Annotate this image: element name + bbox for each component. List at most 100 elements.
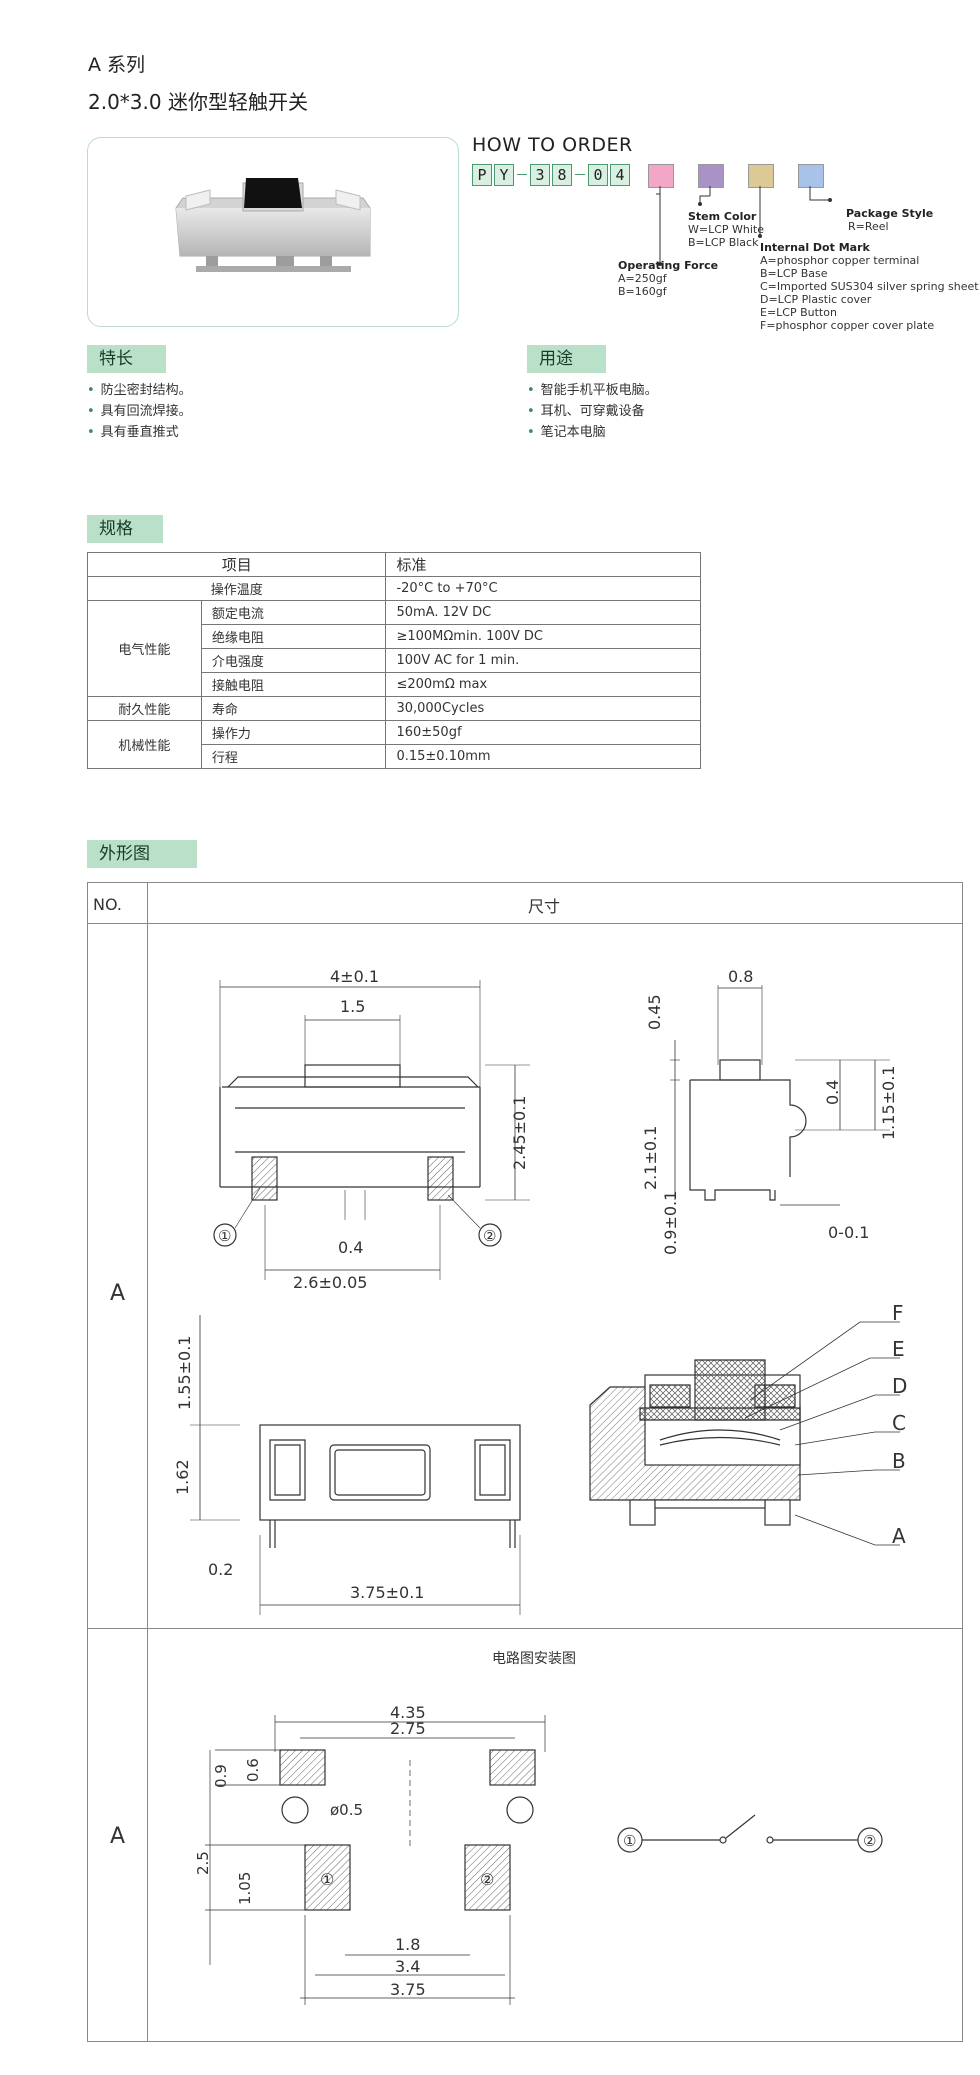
outline-table: NO. 尺寸 A A 电路图安装图 <box>87 882 963 2042</box>
dim-side-6: 0.9±0.1 <box>661 1191 680 1255</box>
pcb-dim-10: 3.75 <box>390 1980 426 1999</box>
schematic-pin2: ② <box>863 1832 876 1850</box>
package-style-block: Package Style R=Reel <box>846 207 933 233</box>
spec-cell: 100V AC for 1 min. <box>385 648 701 673</box>
pin1-label: ① <box>218 1227 231 1245</box>
pcb-dim-9: 3.4 <box>395 1957 420 1976</box>
internal-dot-line: A=phosphor copper terminal <box>760 254 920 267</box>
applications-tag: 用途 <box>527 345 606 373</box>
dim-side-3: 0.4 <box>823 1080 842 1105</box>
spec-group: 电气性能 <box>87 600 202 697</box>
table-row: 接触电阻 ≤200mΩ max <box>88 672 701 697</box>
table-row: 电气性能 额定电流 50mA. 12V DC <box>87 600 701 697</box>
divider <box>88 923 962 924</box>
cross-section-drawing: F E D C B A <box>589 1301 907 1548</box>
dim-width: 4±0.1 <box>330 967 379 986</box>
code-dash <box>516 164 528 184</box>
table-row: 绝缘电阻 ≥100MΩmin. 100V DC <box>88 624 701 649</box>
operating-force-line: A=250gf <box>618 272 667 285</box>
spec-cell: 30,000Cycles <box>385 696 701 721</box>
list-item: 智能手机平板电脑。 <box>527 380 658 401</box>
dim-side-4: 1.15±0.1 <box>879 1066 898 1140</box>
package-style-title: Package Style <box>846 207 934 220</box>
order-connector-lines <box>656 186 832 266</box>
operating-force-line: B=160gf <box>618 285 667 298</box>
swatch-internal-dot <box>748 164 774 188</box>
pcb-dim-8: 1.8 <box>395 1935 420 1954</box>
spec-cell: 额定电流 <box>200 600 387 625</box>
how-to-order-heading: HOW TO ORDER <box>472 134 633 156</box>
table-row: 机械性能 操作力 160±50gf <box>87 720 701 769</box>
internal-dot-line: C=Imported SUS304 silver spring sheet <box>760 280 979 293</box>
pcb-dim-2: 2.75 <box>390 1719 426 1738</box>
code-char: 0 <box>588 164 608 186</box>
schematic-pin1: ① <box>623 1832 636 1850</box>
list-item: 具有回流焊接。 <box>87 401 192 422</box>
pcb-dim-3: 0.6 <box>244 1758 262 1782</box>
pcb-dim-5: ø0.5 <box>330 1801 363 1819</box>
dim-bottom-2: 1.62 <box>173 1459 192 1495</box>
spec-cell: 操作温度 <box>86 576 387 601</box>
product-title: 2.0*3.0 迷你型轻触开关 <box>88 90 308 114</box>
divider <box>147 883 148 2041</box>
row-label-a: A <box>110 1281 126 1306</box>
bottom-view-drawing: 1.55±0.1 1.62 0.2 3.75±0.1 <box>173 1315 521 1615</box>
pcb-dim-6: 2.5 <box>194 1851 212 1875</box>
spec-tag: 规格 <box>87 515 163 543</box>
spec-cell: 寿命 <box>200 696 387 721</box>
swatch-stem-color <box>698 164 724 188</box>
spec-cell: -20°C to +70°C <box>385 576 701 601</box>
internal-dot-line: D=LCP Plastic cover <box>760 293 872 306</box>
section-label-d: D <box>892 1374 907 1398</box>
spec-cell: 接触电阻 <box>200 672 387 697</box>
internal-dot-title: Internal Dot Mark <box>760 241 870 254</box>
spec-cell: 行程 <box>200 744 387 769</box>
list-item: 笔记本电脑 <box>527 422 658 443</box>
pcb-pin2: ② <box>480 1870 494 1889</box>
spec-head-standard: 标准 <box>385 552 701 577</box>
dim-pitch: 2.6±0.05 <box>293 1273 367 1292</box>
product-photo <box>175 178 371 272</box>
col-no-header: NO. <box>93 895 122 914</box>
operating-force-block: Operating Force A=250gf B=160gf <box>618 259 718 298</box>
pcb-dim-1: 4.35 <box>390 1703 426 1722</box>
section-label-a: A <box>892 1524 906 1548</box>
side-view-drawing: 0.8 0.45 0.4 1.15±0.1 2.1±0.1 0.9±0.1 0-… <box>641 967 898 1255</box>
features-list: 防尘密封结构。 具有回流焊接。 具有垂直推式 <box>87 380 192 443</box>
code-char: 4 <box>610 164 630 186</box>
order-code: P Y 3 8 0 4 <box>472 164 632 186</box>
spec-table: 项目 标准 操作温度 -20°C to +70°C 电气性能 额定电流 50mA… <box>86 552 701 769</box>
stem-color-title: Stem Color <box>688 210 757 223</box>
spec-cell: ≤200mΩ max <box>385 672 701 697</box>
spec-group: 耐久性能 <box>87 696 202 721</box>
pcb-layout-drawing: 4.35 2.75 0.6 0.9 ø0.5 2.5 1.05 1.8 3.4 … <box>194 1703 546 2005</box>
code-dash <box>574 164 586 184</box>
list-item: 具有垂直推式 <box>87 422 192 443</box>
swatch-operating-force <box>648 164 674 188</box>
spec-cell: 介电强度 <box>200 648 387 673</box>
pcb-dim-4: 0.9 <box>212 1764 230 1788</box>
pcb-pin1: ① <box>320 1870 334 1889</box>
code-char: 3 <box>530 164 550 186</box>
col-size-header: 尺寸 <box>528 897 561 916</box>
dim-gap: 0.4 <box>338 1238 363 1257</box>
internal-dot-block: Internal Dot Mark A=phosphor copper term… <box>760 241 979 332</box>
dim-height: 2.45±0.1 <box>510 1096 529 1170</box>
section-label-f: F <box>892 1301 904 1325</box>
dim-bottom-1: 1.55±0.1 <box>175 1336 194 1410</box>
package-style-line: R=Reel <box>848 220 889 233</box>
circuit-title: 电路图安装图 <box>492 1651 576 1667</box>
spec-cell: ≥100MΩmin. 100V DC <box>385 624 701 649</box>
switch-schematic: ① ② <box>617 1814 883 1853</box>
dim-side-5: 2.1±0.1 <box>641 1126 660 1190</box>
stem-color-line: B=LCP Black <box>688 236 759 249</box>
dim-bottom-4: 3.75±0.1 <box>350 1583 424 1602</box>
pcb-dim-7: 1.05 <box>236 1872 254 1905</box>
spec-head-item: 项目 <box>86 552 387 577</box>
internal-dot-line: B=LCP Base <box>760 267 828 280</box>
product-photo-frame <box>87 137 459 327</box>
front-view-drawing: 4±0.1 1.5 2.45±0.1 0.4 2.6±0.05 ① ② <box>213 967 530 1292</box>
code-char: Y <box>494 164 514 186</box>
spec-cell: 0.15±0.10mm <box>385 744 701 769</box>
dim-bottom-3: 0.2 <box>208 1560 233 1579</box>
